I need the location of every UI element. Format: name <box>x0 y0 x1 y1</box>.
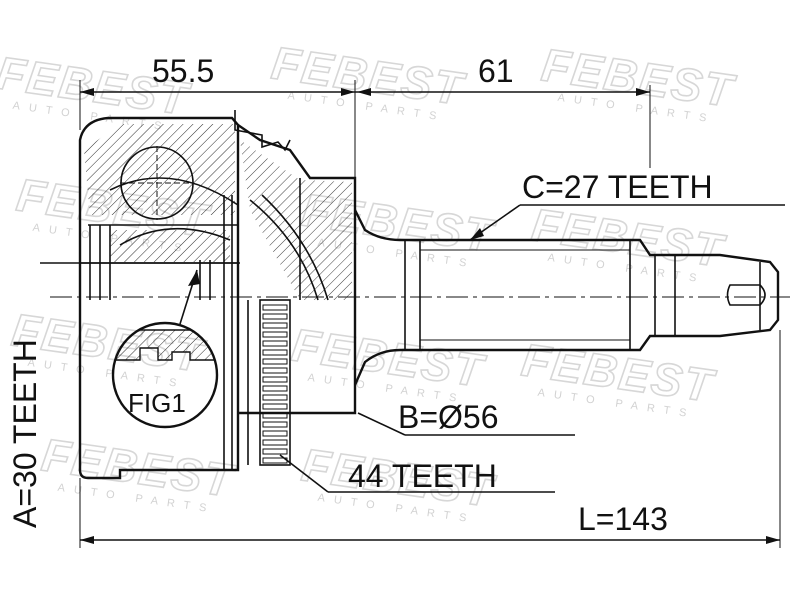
abs-tooth <box>262 412 288 419</box>
dim-total-length: L=143 <box>578 501 668 537</box>
abs-tooth <box>262 367 288 374</box>
abs-ring <box>247 299 291 466</box>
abs-tooth <box>262 430 288 437</box>
abs-tooth <box>262 313 288 320</box>
abs-tooth <box>262 385 288 392</box>
spec-spline-outer: C=27 TEETH <box>522 169 713 205</box>
fig1-detail: FIG1 <box>111 269 219 429</box>
dim-shaft-length: 61 <box>478 53 514 89</box>
spec-spline-inner: A=30 TEETH <box>7 339 43 528</box>
abs-tooth <box>262 421 288 428</box>
axle-shaft <box>353 209 780 386</box>
fig1-label: FIG1 <box>128 388 186 418</box>
dimension-lines <box>40 80 785 548</box>
abs-tooth <box>262 448 288 455</box>
abs-tooth <box>262 439 288 446</box>
abs-tooth <box>262 322 288 329</box>
spec-seal-diameter: B=Ø56 <box>398 399 499 435</box>
fig1-arrow <box>188 270 200 286</box>
abs-tooth <box>262 457 288 464</box>
abs-tooth <box>262 376 288 383</box>
abs-tooth <box>262 358 288 365</box>
abs-tooth <box>262 304 288 311</box>
spec-abs-ring: 44 TEETH <box>348 458 497 494</box>
abs-tooth <box>262 403 288 410</box>
dim-outer-length: 55.5 <box>152 53 214 89</box>
cv-housing <box>78 110 357 480</box>
abs-tooth <box>262 340 288 347</box>
abs-tooth <box>262 331 288 338</box>
abs-tooth <box>262 394 288 401</box>
abs-tooth <box>262 349 288 356</box>
